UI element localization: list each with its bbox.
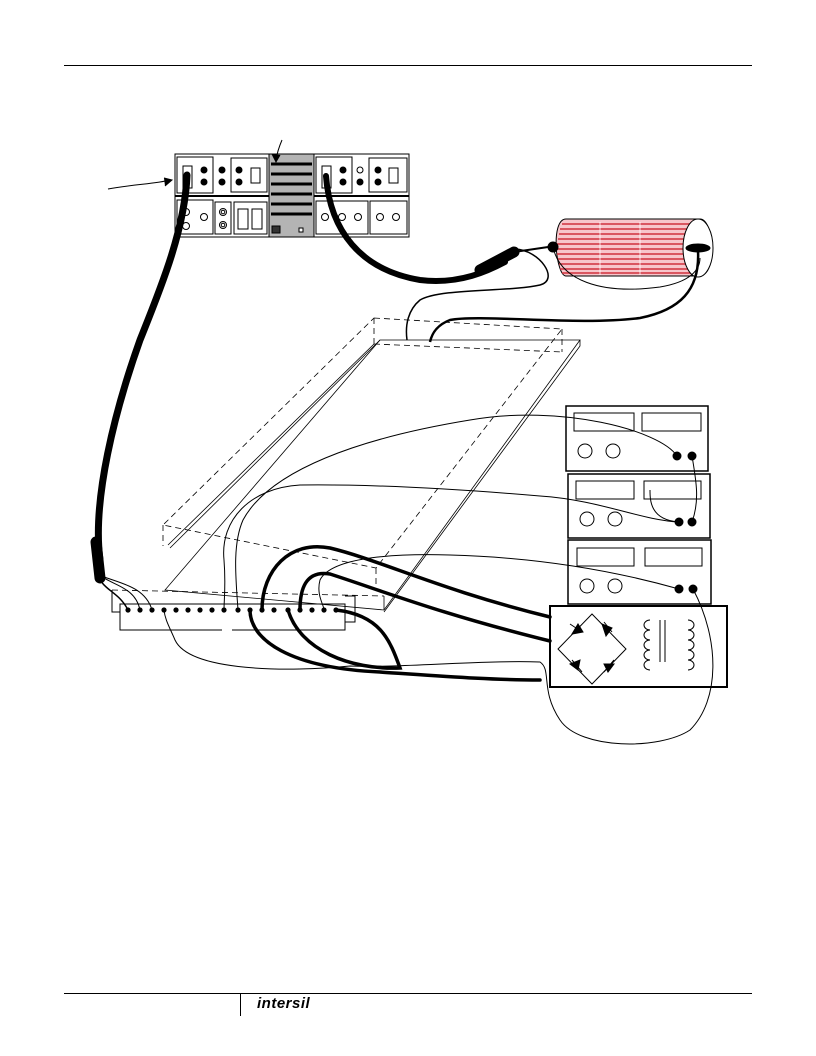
intersil-logo: intersil [257,995,311,1012]
power-supply-1 [565,405,709,472]
power-supply-2 [567,473,711,539]
test-board [111,317,581,613]
test-instrument [174,153,410,238]
diode-bridge-icon [557,613,627,685]
footer-separator [240,994,241,1016]
power-supply-3 [567,539,712,605]
footer-rule [64,993,752,994]
jack [218,178,226,186]
cable-left [94,171,191,564]
transformer-icon [643,619,695,671]
header-rule [64,65,752,66]
arrow-pointer-icon [107,179,171,190]
rectifier-box [549,605,728,688]
jack [218,166,226,174]
jack [200,178,208,186]
jack [200,166,208,174]
coil-icon [547,218,714,278]
